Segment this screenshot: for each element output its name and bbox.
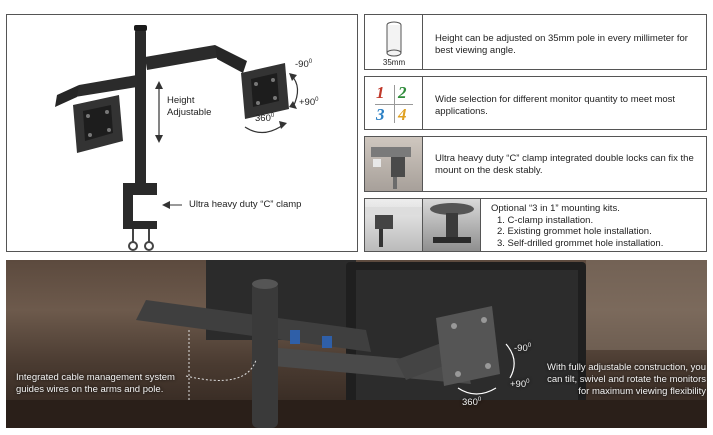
adjustable-construction-caption: With fully adjustable construction, you … [547, 362, 706, 397]
feature-row-quantity: 1 2 3 4 Wide selection for different mon… [364, 76, 707, 130]
pole-cylinder-icon [386, 21, 402, 57]
feature-row-height: 35mm Height can be adjusted on 35mm pole… [364, 14, 707, 70]
feature-row-kits: Optional “3 in 1” mounting kits. 1. C-cl… [364, 198, 707, 252]
product-illustration-panel: Height Adjustable Ultra heavy duty “C” c… [6, 14, 358, 252]
photo-tilt-up-label: -900 [514, 343, 532, 355]
kits-item-2: 2. Existing grommet hole installation. [497, 226, 652, 237]
cable-management-caption: Integrated cable management system guide… [16, 372, 175, 395]
installed-mount-photo: Integrated cable management system guide… [6, 260, 707, 428]
feature-text-height: Height can be adjusted on 35mm pole in e… [435, 33, 688, 56]
quantity-number-4: 4 [398, 105, 407, 124]
dual-monitor-mount-illustration [55, 25, 299, 251]
feature-list: 35mm Height can be adjusted on 35mm pole… [364, 14, 707, 252]
c-clamp-photo-icon [365, 137, 423, 191]
kits-item-1: 1. C-clamp installation. [497, 214, 594, 226]
tilt-down-label: +900 [299, 97, 319, 109]
feature-text-quantity: Wide selection for different monitor qua… [435, 94, 676, 117]
tilt-up-label: -900 [295, 59, 313, 71]
feature-row-clamp: Ultra heavy duty “C” clamp integrated do… [364, 136, 707, 192]
clamp-label: Ultra heavy duty “C” clamp [189, 199, 302, 210]
clamp-install-photo-icon [365, 199, 423, 251]
quantity-number-2: 2 [398, 83, 407, 102]
photo-tilt-down-label: +900 [510, 379, 530, 391]
mount-photo-illustration [6, 260, 707, 428]
photo-swivel-label: 3600 [462, 397, 482, 409]
kits-item-3: 3. Self-drilled grommet hole installatio… [497, 237, 664, 249]
height-adjustable-label: Height Adjustable [167, 95, 212, 118]
quantity-number-3: 3 [376, 105, 385, 124]
quantity-number-1: 1 [376, 83, 385, 102]
kits-text: Optional “3 in 1” mounting kits. 1. C-cl… [491, 203, 702, 249]
monitor-quantity-icon: 1 2 3 4 [365, 77, 423, 129]
feature-icon-cell: 35mm [365, 15, 423, 69]
swivel-label: 3600 [255, 113, 275, 125]
grommet-photo-icon [423, 199, 481, 251]
feature-text-clamp: Ultra heavy duty “C” clamp integrated do… [435, 153, 694, 176]
pole-diameter-label: 35mm [382, 58, 406, 67]
kits-title: Optional “3 in 1” mounting kits. [491, 203, 620, 214]
